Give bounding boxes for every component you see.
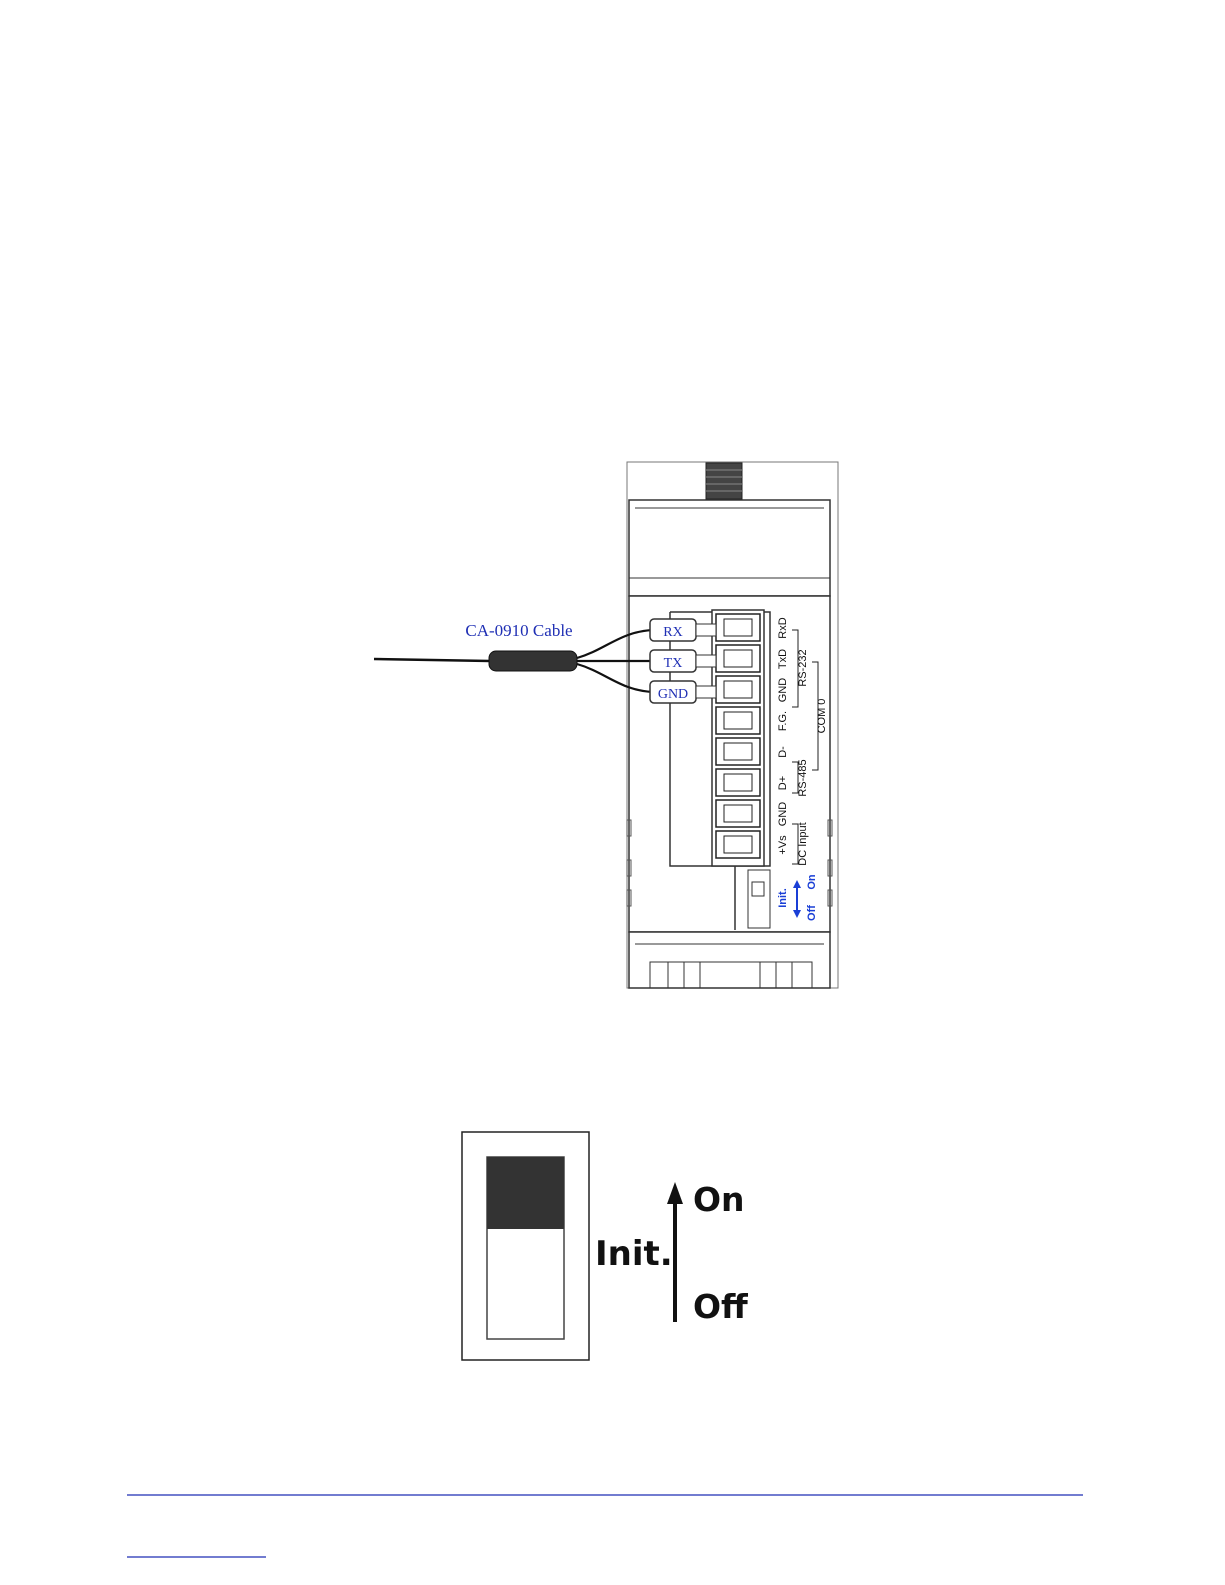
wire-label-rx: RX [663,625,682,640]
terminal-label-d-minus: D- [777,746,789,758]
group-label-rs232: RS-232 [797,649,809,686]
switch-detail-on-label: On [693,1180,745,1219]
device-switch-off-label: Off [806,905,818,921]
page-footer [127,1495,1083,1557]
wire-label-tx: TX [664,656,683,671]
terminal-label-txd: TxD [777,649,789,669]
init-switch-detail: Init. On Off [462,1132,749,1360]
terminal-label-rxd: RxD [777,617,789,638]
wire-label-gnd: GND [658,687,688,702]
group-label-dc-input: DC Input [797,822,809,865]
arrow-up-icon [667,1182,683,1204]
group-label-rs485: RS-485 [797,759,809,796]
group-label-com0: COM 0 [816,699,828,734]
terminal-label-gnd-2: GND [777,802,789,827]
switch-toggle-on [487,1157,564,1229]
device-switch-on-label: On [806,874,818,890]
terminal-label-d-plus: D+ [777,776,789,790]
antenna-connector [706,463,742,499]
cable-label: CA-0910 Cable [465,621,572,640]
cable: CA-0910 Cable [374,621,652,692]
switch-detail-off-label: Off [693,1287,749,1326]
device-wiring-diagram: CA-0910 Cable RX TX GND RxD TxD GND F.G.… [374,462,838,988]
terminal-label-fg: F.G. [777,711,789,731]
terminal-label-vs: +Vs [777,835,789,855]
terminal-label-gnd: GND [777,678,789,703]
switch-detail-name: Init. [595,1234,673,1274]
wire-ferrules: RX TX GND [650,619,716,703]
device-switch-label: Init. [777,888,789,908]
